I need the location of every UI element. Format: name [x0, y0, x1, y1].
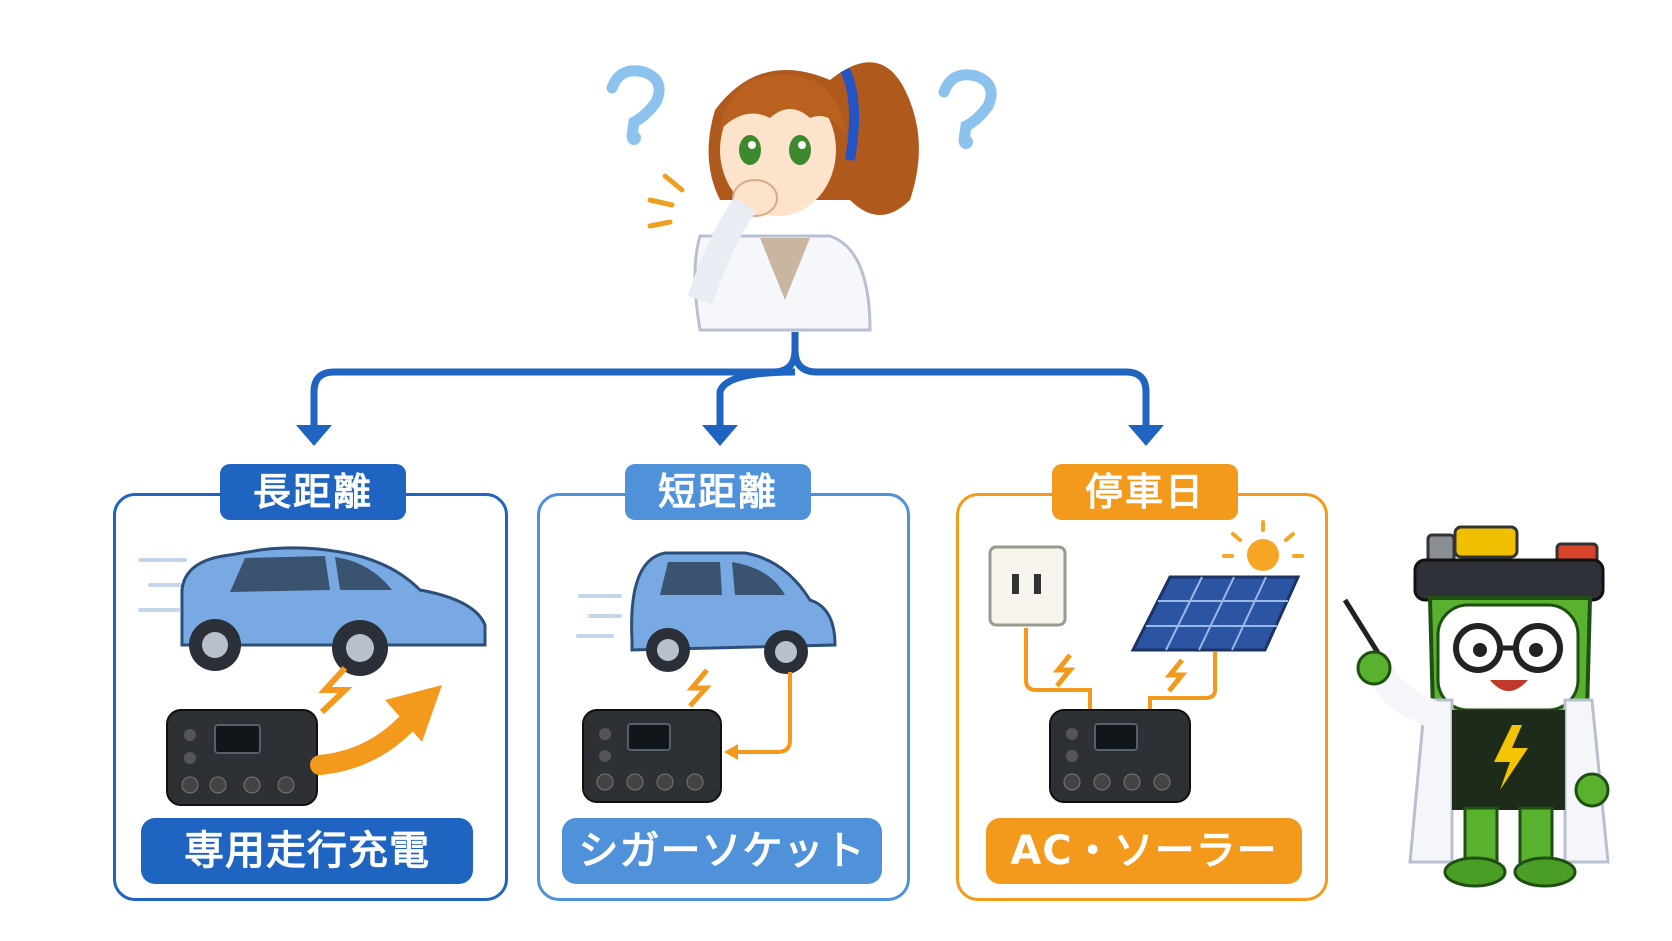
method-long-distance: 専用走行充電 [141, 818, 473, 884]
tag-parking-day: 停車日 [1052, 464, 1238, 520]
tag-short-distance: 短距離 [625, 464, 811, 520]
arrow-down-icon [1128, 425, 1164, 446]
method-parking-day: AC・ソーラー [986, 818, 1302, 884]
arrow-down-icon [702, 425, 738, 446]
question-mark-icon [938, 69, 997, 146]
arrow-down-icon [296, 425, 332, 446]
method-short-distance: シガーソケット [562, 818, 882, 884]
tag-long-distance: 長距離 [220, 464, 406, 520]
question-mark-icon [627, 131, 641, 145]
question-mark-icon [606, 65, 665, 142]
